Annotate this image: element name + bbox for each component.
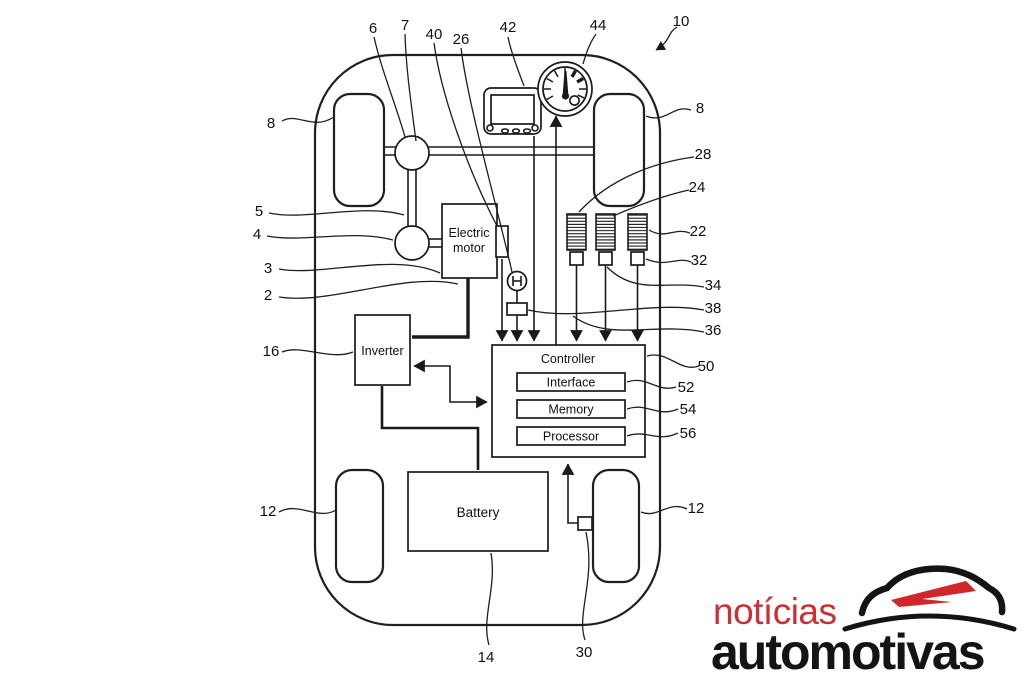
pedal-2 bbox=[595, 213, 616, 266]
ref-label-14: 14 bbox=[478, 649, 495, 666]
pedal-3-sensor-box bbox=[630, 251, 645, 266]
interface-label: Interface bbox=[547, 376, 596, 390]
pedal-3 bbox=[627, 213, 648, 266]
electric-motor-label-line2: motor bbox=[453, 241, 485, 255]
leader-lines bbox=[266, 26, 705, 646]
inverter-to-battery-line bbox=[380, 386, 480, 470]
car-silhouette bbox=[858, 565, 1006, 617]
pedal-2-sensor-box bbox=[598, 251, 613, 266]
red-swoosh bbox=[891, 581, 976, 607]
logo-word-automotivas: automotivas bbox=[711, 624, 984, 680]
ref-label-10: 10 bbox=[673, 13, 690, 30]
motor-sensor-box bbox=[495, 225, 509, 258]
vehicle-body-outline bbox=[313, 53, 662, 627]
ref-label-26: 26 bbox=[453, 31, 470, 48]
ref-label-30: 30 bbox=[576, 644, 593, 661]
rear-left-wheel bbox=[334, 468, 385, 584]
controller-label: Controller bbox=[541, 352, 595, 366]
inverter-box bbox=[354, 314, 411, 386]
pedal-1-sensor-box bbox=[569, 251, 584, 266]
differential-gear-icon bbox=[394, 135, 430, 171]
memory-box bbox=[516, 399, 626, 419]
pedal-1 bbox=[566, 213, 587, 266]
rear-right-wheel bbox=[591, 468, 641, 584]
front-left-wheel bbox=[332, 92, 386, 208]
display-screen-icon bbox=[483, 87, 542, 135]
ref-label-16: 16 bbox=[263, 343, 280, 360]
logo-word-noticias: notícias bbox=[713, 591, 837, 632]
ref-label-4: 4 bbox=[253, 226, 261, 243]
ref-label-5: 5 bbox=[255, 203, 263, 220]
ref-label-36: 36 bbox=[705, 322, 722, 339]
ref-label-22: 22 bbox=[690, 223, 707, 240]
ref-label-7: 7 bbox=[401, 17, 409, 34]
gear-to-motor-coupling bbox=[429, 238, 442, 248]
rear-sensor-to-controller-line bbox=[561, 463, 578, 524]
inverter-controller-link bbox=[413, 359, 488, 409]
inverter-label: Inverter bbox=[361, 344, 403, 358]
motor-to-inverter-line bbox=[412, 278, 470, 339]
ref-label-38: 38 bbox=[705, 300, 722, 317]
electric-motor-label-line1: Electric bbox=[449, 226, 490, 240]
ref-label-32: 32 bbox=[691, 252, 708, 269]
front-right-wheel bbox=[592, 92, 646, 208]
ref-label-50: 50 bbox=[698, 358, 715, 375]
ref-label-42: 42 bbox=[500, 19, 517, 36]
battery-label: Battery bbox=[457, 505, 500, 520]
reduction-gear-icon bbox=[394, 225, 430, 261]
ref-label-40: 40 bbox=[426, 26, 443, 43]
road-line bbox=[842, 613, 1017, 632]
ref-label-3: 3 bbox=[264, 260, 272, 277]
interface-box bbox=[516, 372, 626, 392]
ref-label-6: 6 bbox=[369, 20, 377, 37]
ref-label-54: 54 bbox=[680, 401, 697, 418]
battery-box bbox=[407, 471, 549, 552]
gear-shifter-icon bbox=[506, 270, 528, 316]
ref-label-56: 56 bbox=[680, 425, 697, 442]
noticias-automotivas-logo: notícias automotivas bbox=[711, 565, 1017, 680]
ref-label-24: 24 bbox=[689, 179, 706, 196]
ref-label-28: 28 bbox=[695, 146, 712, 163]
processor-box bbox=[516, 426, 626, 446]
rear-wheel-sensor-box bbox=[577, 516, 593, 531]
ref-label-12-right: 12 bbox=[688, 500, 705, 517]
car-logo-icon bbox=[842, 565, 1017, 632]
ref-label-44: 44 bbox=[590, 17, 607, 34]
ref-label-34: 34 bbox=[705, 277, 722, 294]
reference-numerals: 10 6 7 40 26 42 44 8 8 28 24 22 32 34 38… bbox=[253, 13, 722, 666]
ref-label-12-left: 12 bbox=[260, 503, 277, 520]
ref-label-52: 52 bbox=[678, 379, 695, 396]
speedometer-gauge-icon bbox=[537, 61, 593, 117]
processor-label: Processor bbox=[543, 430, 599, 444]
shifter-sensor-box bbox=[506, 302, 528, 316]
ref-label-8-left: 8 bbox=[267, 115, 275, 132]
ref-label-2: 2 bbox=[264, 287, 272, 304]
memory-label: Memory bbox=[548, 403, 594, 417]
ref-10-arrow bbox=[655, 26, 678, 51]
ref-label-8-right: 8 bbox=[696, 100, 704, 117]
